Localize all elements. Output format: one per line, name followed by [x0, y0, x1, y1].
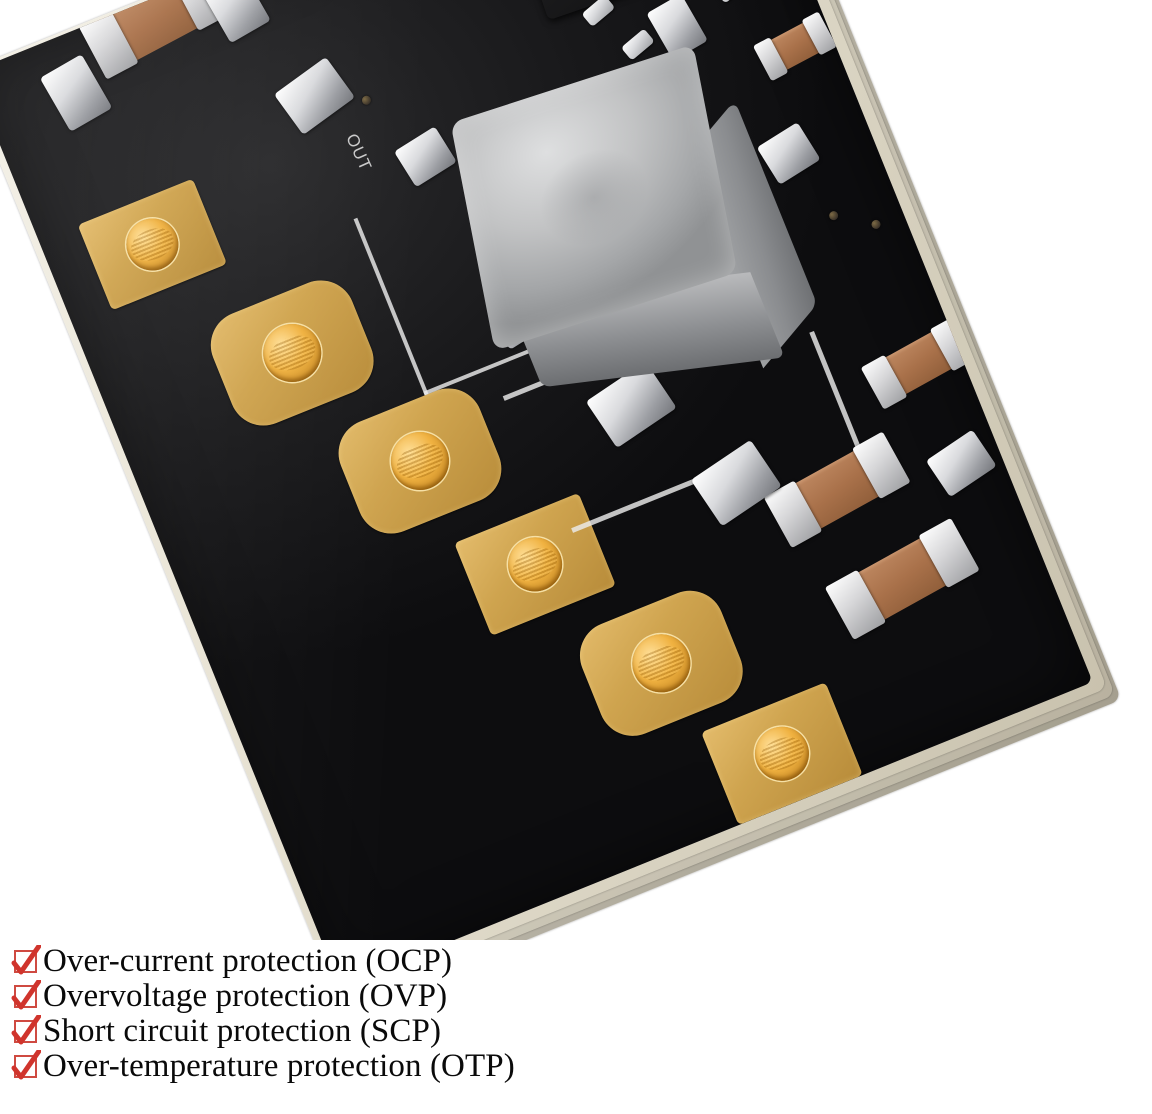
solder-joint: [273, 56, 356, 135]
pad-hole: [254, 315, 330, 391]
checked-checkbox-icon: [11, 1049, 41, 1080]
mlcc-capacitor: [763, 431, 912, 549]
solder-pad-2: [200, 270, 384, 436]
mlcc-capacitor: [79, 0, 231, 80]
feature-label: Over-current protection (OCP): [43, 942, 453, 979]
power-management-ic: MH CD42: [490, 0, 744, 21]
via-4: [870, 218, 882, 231]
pcb-solder-mask: OUT: [0, 0, 1093, 940]
pcb-board: OUT: [0, 0, 1107, 940]
silkscreen-outline-pad-c: [809, 330, 863, 454]
feature-item: Over-current protection (OCP): [11, 942, 453, 979]
pad-hole: [118, 210, 187, 279]
pad-hole: [623, 625, 700, 702]
mlcc-capacitor: [752, 11, 838, 82]
via-2: [360, 94, 373, 107]
feature-item: Overvoltage protection (OVP): [11, 977, 448, 1014]
checked-checkbox-icon: [11, 1014, 41, 1045]
solder-pad-4: [454, 492, 616, 636]
product-photo: OUT: [0, 0, 1152, 940]
solder-pad-1: [77, 178, 228, 311]
feature-item: Short circuit protection (SCP): [11, 1012, 442, 1049]
checked-checkbox-icon: [11, 979, 41, 1010]
solder-pad-3: [328, 378, 512, 544]
solder-joint: [690, 439, 782, 527]
feature-list: Over-current protection (OCP) Overvoltag…: [0, 940, 1152, 1114]
pad-hole: [382, 423, 458, 499]
pad-hole: [499, 529, 571, 600]
pad-hole: [746, 718, 818, 789]
checked-checkbox-icon: [11, 944, 41, 975]
ic-pin: [714, 0, 749, 4]
feature-label: Over-temperature protection (OTP): [43, 1047, 515, 1084]
feature-item: Over-temperature protection (OTP): [11, 1047, 515, 1084]
via-3: [827, 209, 840, 222]
mlcc-capacitor: [824, 517, 980, 641]
shielded-power-inductor: [432, 28, 823, 419]
solder-joint: [925, 429, 997, 498]
feature-label: Overvoltage protection (OVP): [43, 977, 448, 1014]
feature-label: Short circuit protection (SCP): [43, 1012, 442, 1049]
silkscreen-out: OUT: [342, 130, 376, 175]
